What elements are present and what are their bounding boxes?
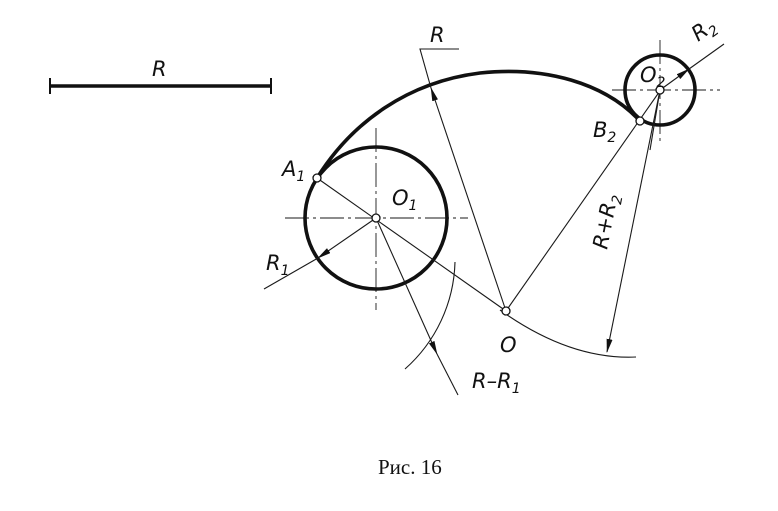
point-o2 bbox=[655, 85, 665, 95]
circle-o1 bbox=[303, 145, 449, 291]
dimension-r-minus-r1 bbox=[375, 217, 438, 355]
dimension-radius-R2 bbox=[659, 68, 690, 91]
label-r-minus-r1: R–R1 bbox=[472, 369, 521, 397]
point-a1 bbox=[312, 173, 322, 183]
locus-arc-R-plus-R2 bbox=[499, 309, 637, 358]
point-b2 bbox=[635, 116, 645, 126]
label-radius-R: R bbox=[430, 23, 445, 47]
line-o-to-a1 bbox=[316, 177, 507, 312]
line-o-to-o2 bbox=[505, 87, 663, 312]
conjugation-arc-R bbox=[315, 69, 642, 179]
label-a1: A1 bbox=[280, 157, 305, 185]
label-o: O bbox=[500, 333, 517, 357]
label-b2: B2 bbox=[593, 118, 616, 146]
label-o2: O2 bbox=[640, 63, 666, 91]
locus-arc-R-minus-R1 bbox=[404, 261, 456, 370]
label-r2: R2 bbox=[687, 13, 723, 50]
dimension-r-plus-r2 bbox=[606, 89, 661, 353]
label-r1: R1 bbox=[266, 251, 290, 279]
leader-radius-R2 bbox=[688, 43, 725, 70]
point-o bbox=[501, 306, 511, 316]
radius-scale-bar bbox=[49, 78, 272, 94]
circle-o2 bbox=[623, 53, 697, 127]
leader-radius-R1 bbox=[263, 257, 319, 290]
radius-scale-label: R bbox=[152, 57, 167, 81]
figure-caption: Рис. 16 bbox=[378, 455, 442, 479]
label-r-plus-r2: R+R2 bbox=[588, 192, 626, 252]
point-o1 bbox=[371, 213, 381, 223]
label-o1: O1 bbox=[392, 186, 417, 214]
leader-radius-R bbox=[419, 48, 459, 89]
dimension-radius-R1 bbox=[317, 217, 377, 259]
leader-r-minus-r1 bbox=[436, 353, 459, 396]
dimension-radius-R bbox=[430, 87, 507, 312]
